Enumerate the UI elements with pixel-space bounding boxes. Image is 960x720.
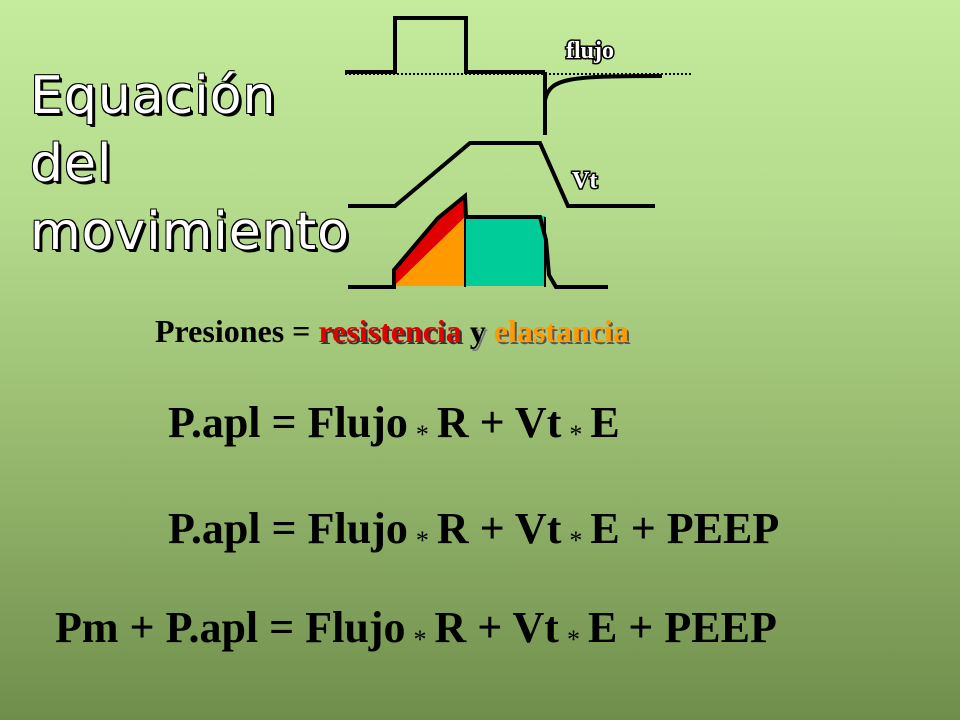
equation-equals: = <box>269 603 295 652</box>
volume-waveform <box>348 141 655 208</box>
equation-peep: + PEEP <box>630 504 780 553</box>
multiply-sign: * <box>569 526 583 555</box>
resistive-pressure-area <box>394 196 465 286</box>
equation-with-peep: P.apl = Flujo*R + Vt*E + PEEP <box>168 503 779 556</box>
flow-expiratory-curve <box>543 72 663 135</box>
equation-elastance: E <box>587 603 618 652</box>
equation-flow: Flujo <box>305 603 406 652</box>
presiones-equals: = <box>292 313 311 349</box>
slide-title: Equación del movimiento <box>30 62 350 266</box>
flow-waveform <box>345 16 545 74</box>
presiones-label: Presiones <box>155 313 285 349</box>
equation-flow: Flujo <box>307 398 408 447</box>
title-line-1: Equación <box>30 66 277 126</box>
resistance-term: resistencia <box>318 313 462 349</box>
title-line-2: del <box>30 134 113 194</box>
equation-with-muscle-pressure: Pm + P.apl = Flujo*R + Vt*E + PEEP <box>55 602 777 655</box>
equation-equals: = <box>271 398 297 447</box>
equation-lhs: Pm + P.apl <box>55 603 259 652</box>
equation-basic: P.apl = Flujo*R + Vt*E <box>168 397 620 450</box>
ventilator-waveforms-diagram: flujo Vt <box>345 16 692 289</box>
multiply-sign: * <box>413 625 427 654</box>
multiply-sign: * <box>415 420 429 449</box>
equation-resistance-volume: R + Vt <box>436 504 562 553</box>
multiply-sign: * <box>415 526 429 555</box>
title-line-3: movimiento <box>30 202 350 262</box>
multiply-sign: * <box>566 625 580 654</box>
equation-elastance: E <box>590 504 620 553</box>
volume-label: Vt <box>572 168 597 194</box>
elastic-pressure-area <box>394 217 465 286</box>
equation-lhs: P.apl <box>168 504 261 553</box>
equation-elastance: E <box>590 398 620 447</box>
equation-equals: = <box>271 504 297 553</box>
plateau-pressure-area <box>465 216 545 286</box>
equation-peep: + PEEP <box>628 603 777 652</box>
equation-resistance-volume: R + Vt <box>436 398 562 447</box>
equation-flow: Flujo <box>307 504 408 553</box>
equation-resistance-volume: R + Vt <box>434 603 559 652</box>
multiply-sign: * <box>569 420 583 449</box>
elastance-term: elastancia <box>493 313 629 349</box>
equation-lhs: P.apl <box>168 398 261 447</box>
flow-label: flujo <box>566 38 614 64</box>
conjunction: y <box>469 313 486 349</box>
presiones-statement: Presiones = resistencia y elastancia <box>155 313 629 350</box>
